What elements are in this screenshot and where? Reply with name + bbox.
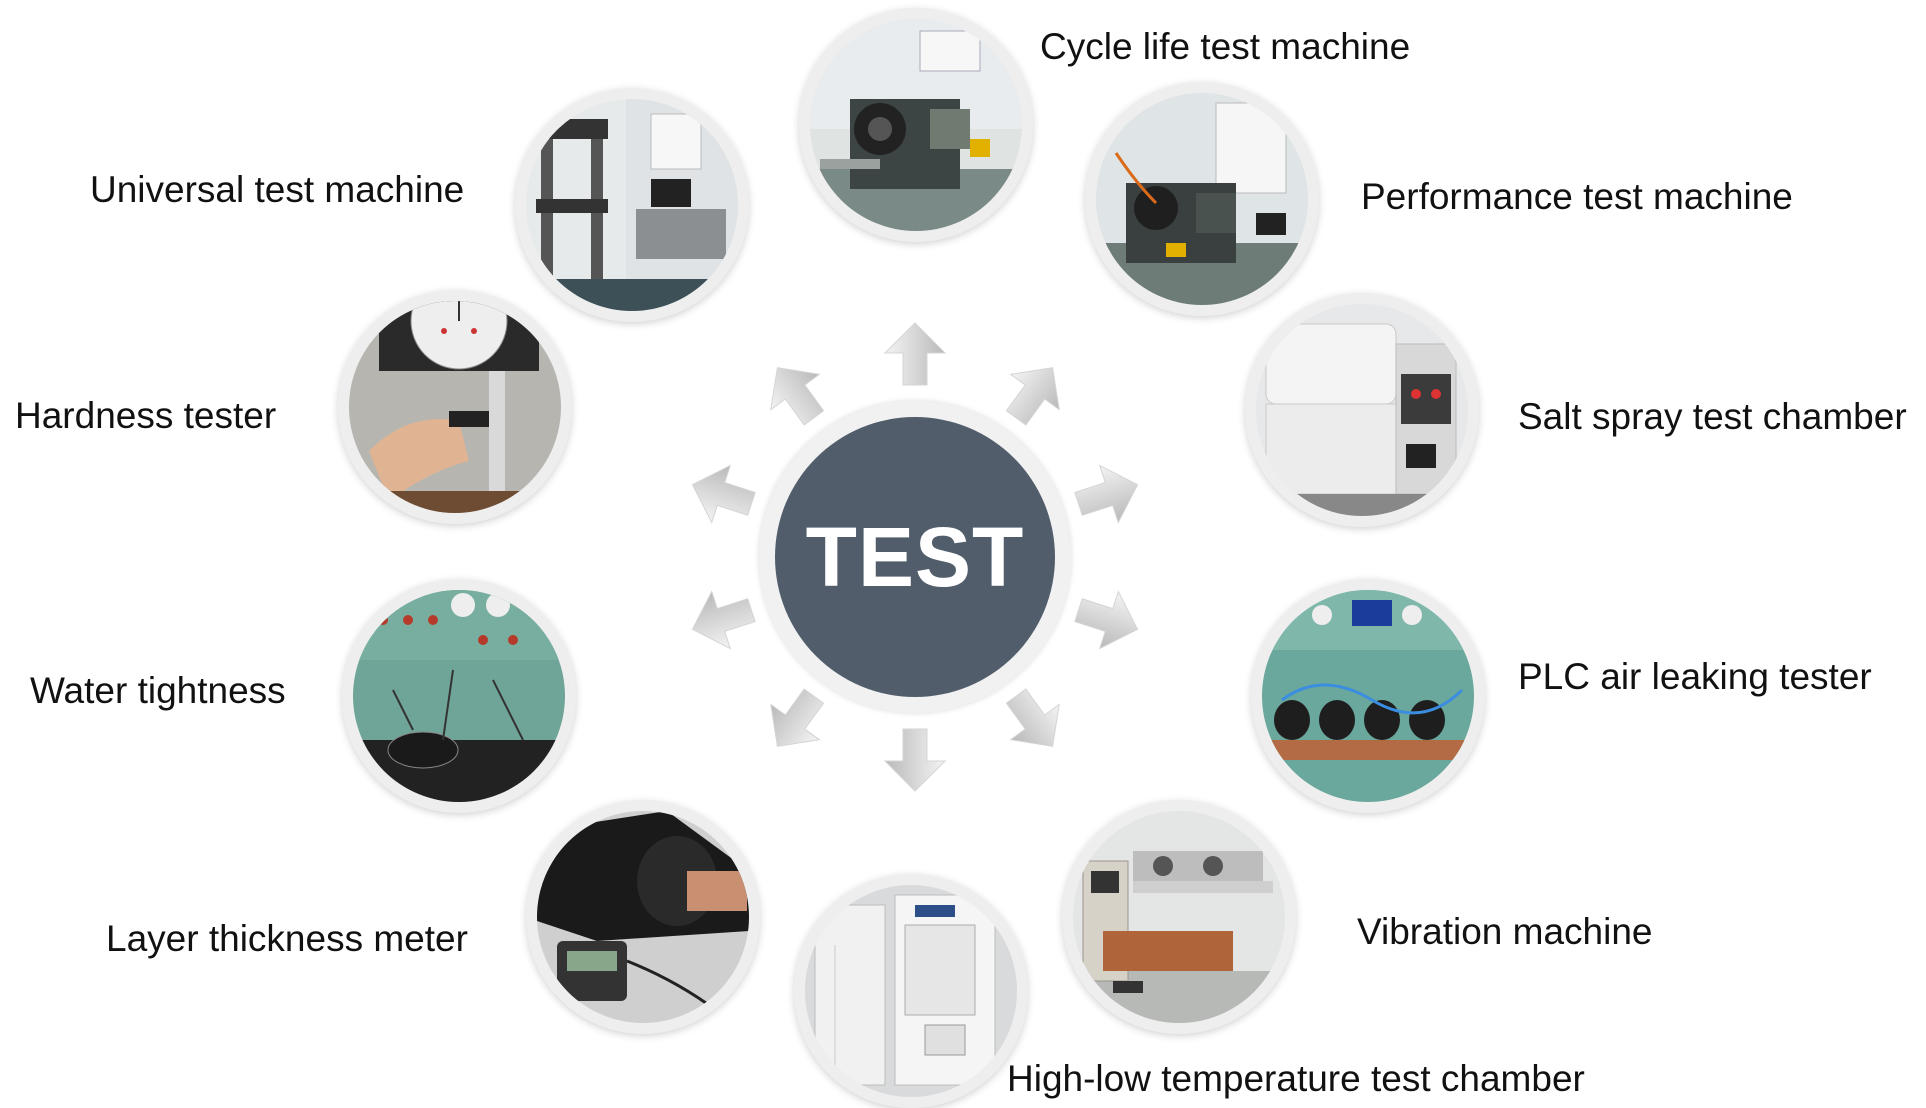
lab-rig-photo-icon — [1073, 811, 1285, 1023]
gauge-photo-icon — [537, 811, 749, 1023]
photo-water — [342, 579, 576, 813]
arrow-icon — [691, 464, 756, 524]
label-hardness: Hardness tester — [15, 395, 277, 436]
label-universal: Universal test machine — [90, 169, 465, 210]
label-vibration: Vibration machine — [1357, 911, 1653, 952]
arrow-icon — [770, 688, 825, 747]
dial-gauge-photo-icon — [349, 301, 561, 513]
photo-plc-air — [1251, 579, 1485, 813]
photo-temperature — [794, 874, 1028, 1108]
climate-chamber-photo-icon — [805, 885, 1017, 1097]
test-bench-photo-icon — [1096, 93, 1308, 305]
photo-thickness — [526, 800, 760, 1034]
control-panel-photo-icon — [353, 590, 565, 802]
control-panel-photo-icon — [1262, 590, 1474, 802]
arrow-icon — [1005, 688, 1060, 747]
center-title: TEST — [805, 509, 1025, 604]
photo-hardness — [338, 290, 572, 524]
label-thickness: Layer thickness meter — [106, 918, 468, 959]
chamber-photo-icon — [1256, 304, 1468, 516]
arrow-icon — [883, 728, 947, 792]
arrow-icon — [1074, 590, 1139, 650]
label-plc-air: PLC air leaking tester — [1518, 656, 1872, 697]
arrow-icon — [1005, 367, 1060, 426]
photo-vibration — [1062, 800, 1296, 1034]
photo-salt-spray — [1245, 293, 1479, 527]
arrow-icon — [883, 322, 947, 386]
test-bench-photo-icon — [810, 19, 1022, 231]
photo-cycle-life — [799, 8, 1033, 242]
arrow-icon — [770, 367, 825, 426]
label-salt-spray: Salt spray test chamber — [1518, 396, 1907, 437]
photo-performance — [1085, 82, 1319, 316]
photo-universal — [515, 88, 749, 322]
label-cycle-life: Cycle life test machine — [1040, 26, 1411, 67]
label-temperature: High-low temperature test chamber — [1007, 1058, 1585, 1099]
label-performance: Performance test machine — [1361, 176, 1793, 217]
center-circle: TEST — [775, 417, 1055, 697]
arrow-icon — [1074, 464, 1139, 524]
label-water: Water tightness — [30, 670, 286, 711]
center-hub: TEST — [759, 401, 1071, 713]
lab-machine-photo-icon — [526, 99, 738, 311]
arrow-icon — [691, 590, 756, 650]
